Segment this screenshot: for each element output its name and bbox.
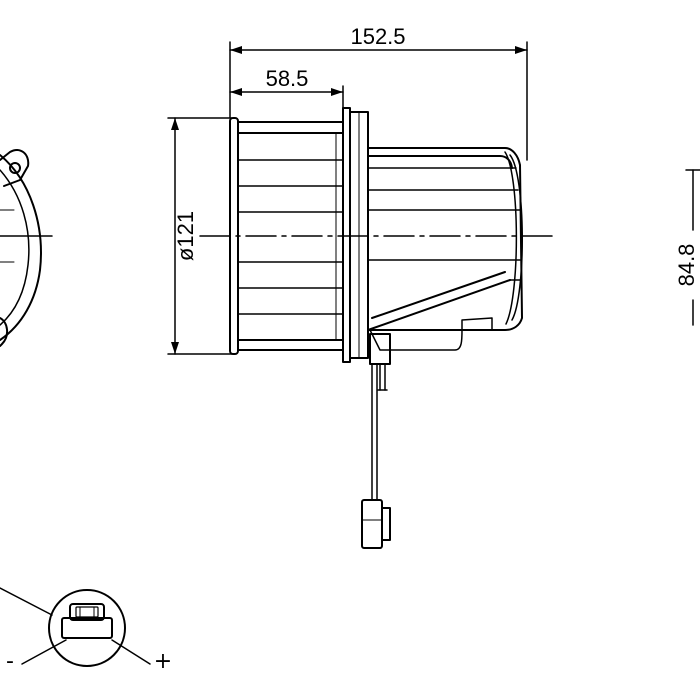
wire-and-connector: [361, 333, 391, 549]
dimension-wheel-diameter: [167, 117, 233, 355]
positive-terminal-label: +: [154, 649, 172, 674]
terminal-detail: [0, 587, 151, 667]
wheel-diameter-label: ø121: [173, 211, 198, 261]
wheel-length-label: 58.5: [266, 66, 309, 91]
blower-wheel: [229, 117, 344, 355]
dimension-height: [685, 169, 700, 326]
dimension-overall-length: [229, 41, 528, 161]
dimension-wheel-length: [229, 85, 344, 111]
overall-length-label: 152.5: [350, 24, 405, 49]
height-label: 84.8: [674, 244, 699, 287]
mounting-flange: [342, 107, 369, 363]
front-view-partial: [0, 148, 53, 347]
motor-housing: [367, 147, 523, 351]
negative-terminal-label: -: [6, 649, 14, 674]
dimension-arrowheads: [171, 46, 527, 354]
